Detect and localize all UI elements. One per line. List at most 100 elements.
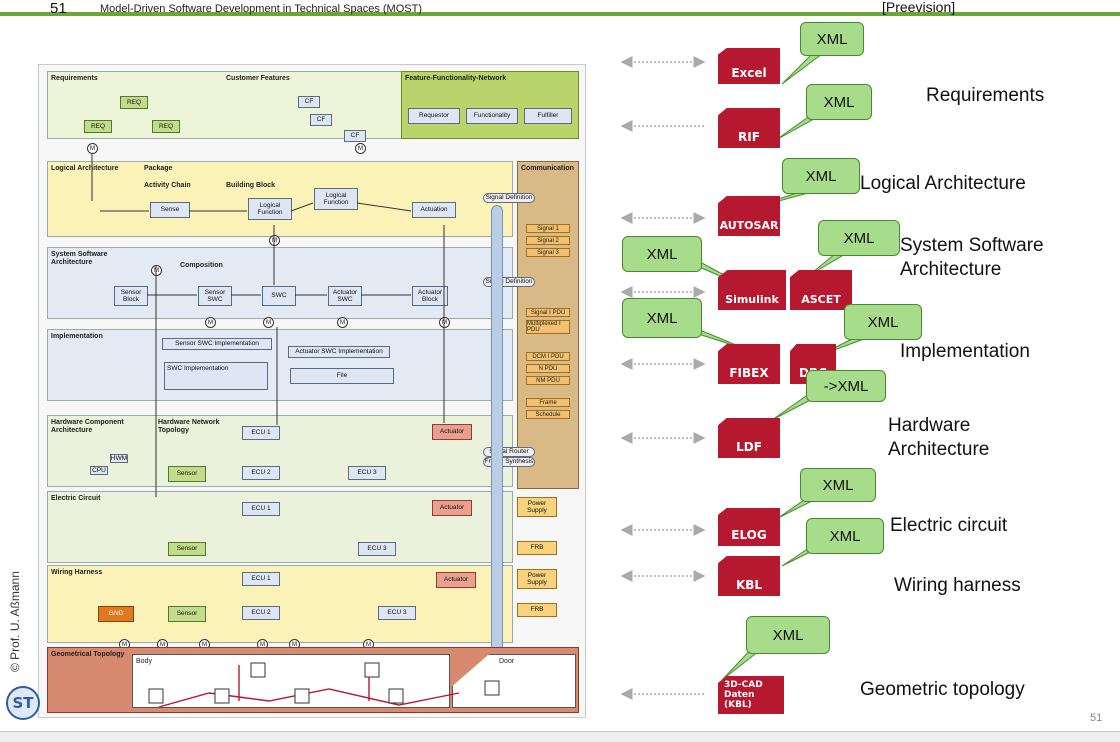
swc-impl-box: SWC Implementation [164,362,268,390]
m-connector: M [205,317,216,328]
category-requirements: Requirements [926,85,1045,106]
sensor-block-box: Sensor Block [114,286,148,306]
ecu-box: ECU 3 [358,542,396,556]
requestor-box: Requestor [408,108,460,124]
cf-box: CF [298,96,320,108]
signal-router-label: Signal Router [483,447,535,457]
xml-callout: XML [800,468,876,502]
ecu-box: ECU 3 [378,606,416,620]
actuator-swc-box: Actuator SWC [328,286,362,306]
header-rule [0,12,1120,16]
m-connector: M [269,235,280,246]
preevision-diagram: Requirements Customer Features REQ REQ R… [38,64,586,718]
signal-definition-label: Signal Definition [483,193,535,203]
tool-ascet-icon: ASCET [790,270,852,310]
comm-tag: Frame [526,398,570,407]
actuator-block-box: Actuator Block [412,286,448,306]
ecu-box: ECU 2 [242,466,280,480]
cf-box: CF [310,114,332,126]
xml-callout: XML [782,158,860,194]
m-connector: M [151,265,162,276]
xml-callout: XML [818,220,900,256]
layer-label: Implementation [51,333,103,340]
layer-wiring-harness: Wiring Harness GND Sensor ECU 1 ECU 2 EC… [47,565,513,643]
frame-synthesis-label: Frame Synthesis [483,457,535,467]
m-connector: M [439,317,450,328]
fulfiller-box: Fulfiller [524,108,572,124]
actuator-box: Actuator [432,500,472,516]
file-box: File [290,368,394,384]
hw-network-topology-label: Hardware Network Topology [158,419,220,435]
functionality-box: Functionality [466,108,518,124]
frb-box: FRB [517,541,557,555]
layer-label: Wiring Harness [51,569,103,576]
composition-label: Composition [180,262,223,269]
logical-function-box: Logical Function [314,188,358,210]
m-connector: M [355,143,366,154]
communication-panel: Communication Signal 1 Signal 2 Signal 3… [517,161,579,489]
source-label: [Preevision] [882,0,956,15]
comm-tag: Signal 3 [526,248,570,257]
door-label: Door [499,658,515,665]
category-wiring-harness: Wiring harness [894,575,1021,596]
xml-callout: XML [806,518,884,554]
sensor-box: Sensor [168,606,206,622]
layer-label: Requirements [51,75,98,82]
power-supply-box: Power Supply [517,569,557,589]
ecu-box: ECU 3 [348,466,386,480]
ecu-box: ECU 1 [242,502,280,516]
tool-3d-cad-icon: 3D-CAD Daten (KBL) [718,676,784,714]
activity-chain-label: Activity Chain [144,182,191,189]
layer-hardware-component-architecture: Hardware Component Architecture Hardware… [47,415,513,487]
tool-excel-icon: Excel [718,48,780,84]
category-electric-circuit: Electric circuit [890,515,1008,536]
footer-bar [0,732,1120,742]
m-connector: M [263,317,274,328]
logical-function-box: Logical Function [248,198,292,220]
xml-callout: XML [622,298,702,338]
category-implementation: Implementation [900,341,1030,362]
category-system-software-architecture: System Software Architecture [900,235,1044,280]
layer-label: System Software Architecture [51,251,108,267]
xml-callout: ->XML [806,370,886,402]
layer-label: Electric Circuit [51,495,101,502]
ecu-box: ECU 2 [242,606,280,620]
gnd-box: GND [98,606,134,622]
layer-label: Hardware Component Architecture [51,419,124,435]
slide-title: Model-Driven Software Development in Tec… [100,3,422,15]
ecu-box: ECU 1 [242,426,280,440]
xml-callout: XML [844,304,922,340]
actuator-box: Actuator [432,424,472,440]
actuation-box: Actuation [412,202,456,218]
layer-electric-circuit: Electric Circuit ECU 1 Sensor ECU 3 Actu… [47,491,513,563]
building-block-label: Building Block [226,182,275,189]
tool-elog-icon: ELOG [718,508,780,546]
customer-features-label: Customer Features [226,75,290,82]
comm-tag: N PDU [526,364,570,373]
comm-tag: Multiplexed I PDU [526,320,570,334]
cf-box: CF [344,130,366,142]
feature-network-label: Feature-Functionality-Network [405,75,507,82]
feature-network-panel: Feature-Functionality-Network Requestor … [401,71,579,139]
sensor-swc-box: Sensor SWC [198,286,232,306]
tool-autosar-icon: AUTOSAR [718,196,780,236]
tool-rif-icon: RIF [718,108,780,148]
category-logical-architecture: Logical Architecture [860,173,1026,194]
door-area: Door [452,654,576,708]
comm-tag: NM PDU [526,376,570,385]
req-box: REQ [84,120,112,133]
st-logo: ST [6,686,40,720]
layer-system-software-architecture: System Software Architecture Composition… [47,247,513,319]
sensor-box: Sensor [168,466,206,482]
layer-label: Geometrical Topology [51,651,125,658]
frb-box: FRB [517,603,557,617]
layer-label: Logical Architecture [51,165,119,172]
req-box: REQ [152,120,180,133]
communication-bus [491,205,503,679]
tool-fibex-icon: FIBEX [718,344,780,384]
m-connector: M [337,317,348,328]
package-label: Package [144,165,173,172]
tool-ldf-icon: LDF [718,418,780,458]
actuator-box: Actuator [436,572,476,588]
category-hardware-architecture: Hardware Architecture [888,415,990,460]
